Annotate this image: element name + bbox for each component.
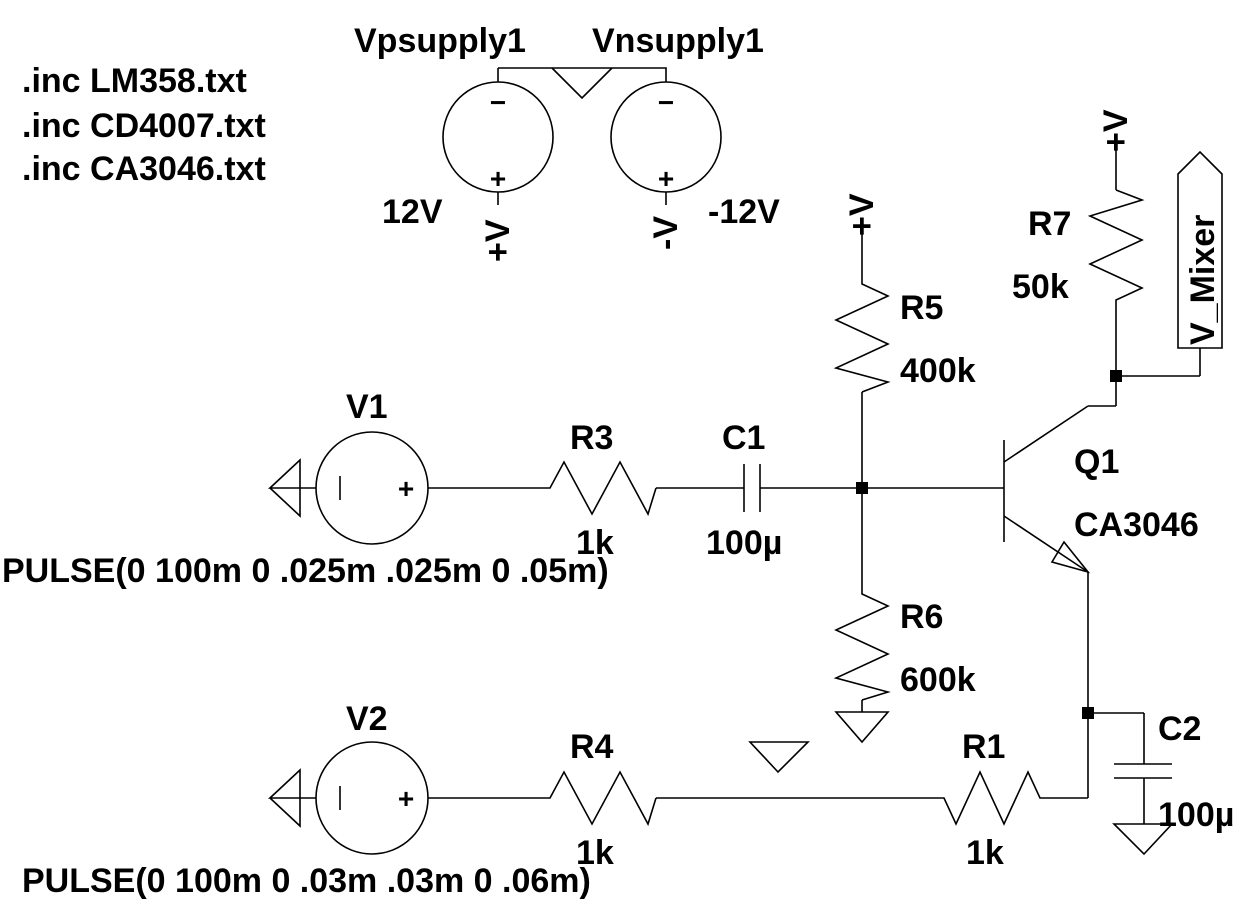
r5-name[interactable]: R5 bbox=[900, 289, 943, 327]
bias-network: +V R5 400k R6 600k bbox=[833, 193, 976, 744]
vpsupply1-minus-sign: − bbox=[490, 87, 506, 118]
vpsupply1-value[interactable]: 12V bbox=[382, 193, 443, 231]
r6-resistor[interactable] bbox=[833, 588, 891, 701]
base-junction-dot bbox=[856, 482, 868, 494]
v2-name[interactable]: V2 bbox=[346, 700, 388, 738]
vpsupply1-name[interactable]: Vpsupply1 bbox=[354, 22, 526, 60]
r5-value[interactable]: 400k bbox=[900, 352, 976, 390]
vnsupply1-net-label[interactable]: -V bbox=[647, 216, 685, 250]
v2-plus-sign: + bbox=[398, 783, 414, 814]
v2-source[interactable]: + bbox=[315, 741, 429, 855]
vpsupply1-plus-sign: + bbox=[490, 163, 506, 194]
vnsupply1-plus-sign: + bbox=[658, 163, 674, 194]
vnsupply1-value[interactable]: -12V bbox=[708, 193, 780, 231]
v1-branch: + V1 PULSE(0 100m 0 .025m .025m 0 .05m) … bbox=[2, 388, 1004, 590]
v1-source[interactable]: + bbox=[315, 431, 429, 545]
r7-value[interactable]: 50k bbox=[1012, 268, 1069, 306]
q1-model[interactable]: CA3046 bbox=[1074, 506, 1199, 544]
c2-value[interactable]: 100µ bbox=[1158, 796, 1234, 834]
directive-ca3046[interactable]: .inc CA3046.txt bbox=[22, 150, 266, 188]
v2-spec[interactable]: PULSE(0 100m 0 .03m .03m 0 .06m) bbox=[22, 862, 591, 900]
directive-cd4007[interactable]: .inc CD4007.txt bbox=[22, 107, 266, 145]
q1-emitter-arrow bbox=[1050, 540, 1091, 574]
r1-name[interactable]: R1 bbox=[962, 728, 1005, 766]
v-mixer-label[interactable]: V_Mixer bbox=[1184, 215, 1222, 345]
c2-capacitor[interactable] bbox=[1114, 763, 1172, 779]
r6-name[interactable]: R6 bbox=[900, 598, 943, 636]
vnsupply1-minus-sign: − bbox=[658, 87, 674, 118]
c1-value[interactable]: 100µ bbox=[706, 524, 782, 562]
v1-name[interactable]: V1 bbox=[346, 388, 388, 426]
c1-capacitor[interactable] bbox=[743, 464, 761, 512]
vpsupply1-source[interactable]: − + bbox=[442, 81, 554, 205]
r3-resistor[interactable] bbox=[540, 460, 657, 517]
vnsupply1-source[interactable]: − + bbox=[610, 81, 722, 205]
vpsupply1-net-label[interactable]: +V bbox=[479, 219, 517, 262]
r7-vplus-net-label[interactable]: +V bbox=[1097, 109, 1135, 152]
c2-ground-symbol bbox=[1112, 823, 1174, 856]
spice-directives: .inc LM358.txt .inc CD4007.txt .inc CA30… bbox=[22, 62, 266, 188]
r6-ground-symbol bbox=[834, 711, 890, 744]
v2-branch: + V2 PULSE(0 100m 0 .03m .03m 0 .06m) R4… bbox=[22, 700, 932, 900]
q1-name[interactable]: Q1 bbox=[1074, 443, 1119, 481]
emitter-network: C2 100µ R1 1k bbox=[932, 572, 1234, 872]
r1-value[interactable]: 1k bbox=[966, 834, 1004, 872]
v2-ground-symbol bbox=[267, 768, 316, 828]
r4-resistor[interactable] bbox=[540, 770, 657, 827]
r5-resistor[interactable] bbox=[833, 278, 891, 393]
v1-spec[interactable]: PULSE(0 100m 0 .025m .025m 0 .05m) bbox=[2, 552, 609, 590]
r3-value[interactable]: 1k bbox=[576, 524, 614, 562]
r4-name[interactable]: R4 bbox=[570, 728, 614, 766]
supply-ground-symbol bbox=[551, 67, 613, 100]
transistor-stage: +V V_Mixer R7 50k Q1 CA3046 bbox=[1003, 109, 1223, 574]
r5-vplus-net-label[interactable]: +V bbox=[843, 193, 881, 236]
vnsupply1-name[interactable]: Vnsupply1 bbox=[592, 22, 764, 60]
r3-name[interactable]: R3 bbox=[570, 419, 613, 457]
v1-plus-sign: + bbox=[398, 473, 414, 504]
v-mixer-output-port[interactable] bbox=[1177, 150, 1223, 349]
c2-name[interactable]: C2 bbox=[1158, 710, 1201, 748]
unconnected-ground-symbol[interactable] bbox=[748, 741, 810, 774]
q1-transistor[interactable] bbox=[1003, 405, 1091, 574]
r1-resistor[interactable] bbox=[932, 770, 1046, 826]
r4-value[interactable]: 1k bbox=[576, 834, 614, 872]
r7-name[interactable]: R7 bbox=[1028, 205, 1071, 243]
v1-ground-symbol bbox=[267, 458, 316, 518]
supply-common-wire bbox=[497, 67, 667, 82]
r6-value[interactable]: 600k bbox=[900, 661, 976, 699]
c1-name[interactable]: C1 bbox=[722, 419, 765, 457]
r7-resistor[interactable] bbox=[1087, 189, 1145, 310]
directive-lm358[interactable]: .inc LM358.txt bbox=[22, 62, 247, 100]
supply-sources: − + − + Vpsupply1 Vnsupply1 12V -12V +V … bbox=[354, 22, 780, 262]
